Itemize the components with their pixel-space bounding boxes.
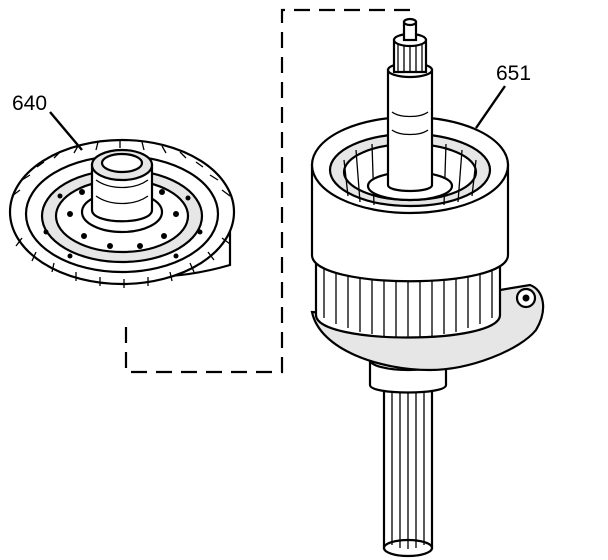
part-651-shaft-assembly — [310, 17, 545, 558]
leader-line-640 — [49, 111, 83, 151]
assembly-guide-line — [124, 8, 410, 374]
callout-651: 651 — [496, 62, 531, 85]
leader-line-651 — [475, 85, 506, 129]
callout-640: 640 — [12, 92, 47, 115]
part-640-drum — [8, 138, 236, 288]
